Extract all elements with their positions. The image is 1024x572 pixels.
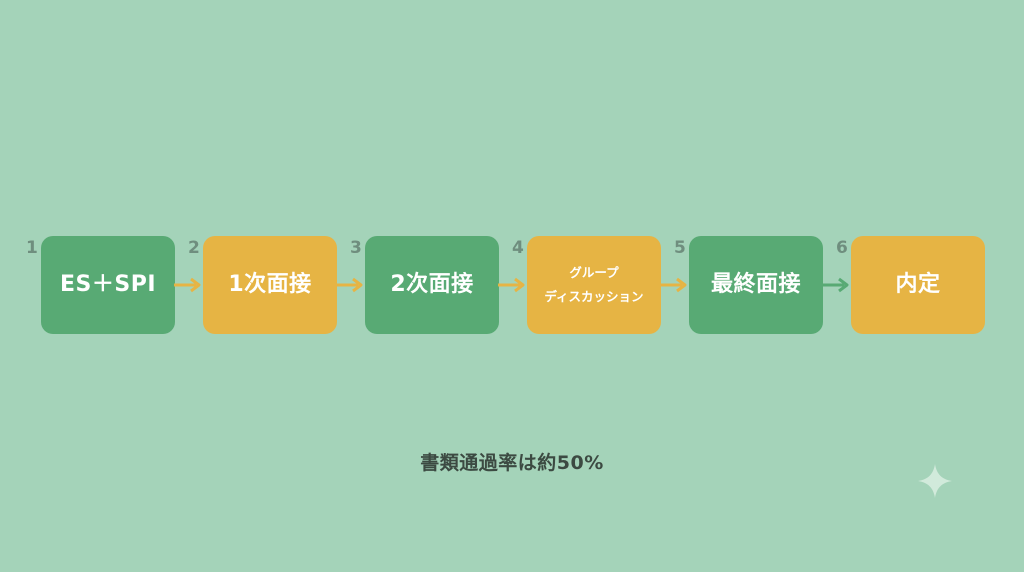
step-label: 2次面接: [390, 271, 474, 297]
step-number-4: 4: [512, 238, 524, 258]
step-box-first-interview: 1次面接: [203, 236, 337, 334]
step-box-group-discussion: グループ ディスカッション: [527, 236, 661, 334]
sparkle-icon: [918, 464, 952, 498]
step-label: ES＋SPI: [59, 271, 157, 297]
pass-rate-caption: 書類通過率は約50%: [420, 452, 604, 474]
step-number-5: 5: [674, 238, 686, 258]
step-label: 1次面接: [228, 271, 312, 297]
step-number-6: 6: [836, 238, 848, 258]
step-box-es-spi: ES＋SPI: [41, 236, 175, 334]
step-label: 内定: [895, 271, 941, 297]
step-box-second-interview: 2次面接: [365, 236, 499, 334]
step-box-final-interview: 最終面接: [689, 236, 823, 334]
step-number-1: 1: [26, 238, 38, 258]
step-box-offer: 内定: [851, 236, 985, 334]
arrow-right-icon: [822, 277, 849, 293]
arrow-right-icon: [336, 277, 363, 293]
arrow-right-icon: [174, 277, 201, 293]
step-label-line1: グループ: [569, 265, 619, 281]
step-label-line2: ディスカッション: [544, 289, 644, 304]
step-number-3: 3: [350, 238, 362, 258]
arrow-right-icon: [660, 277, 687, 293]
step-label: 最終面接: [710, 271, 801, 297]
step-number-2: 2: [188, 238, 200, 258]
arrow-right-icon: [498, 277, 525, 293]
